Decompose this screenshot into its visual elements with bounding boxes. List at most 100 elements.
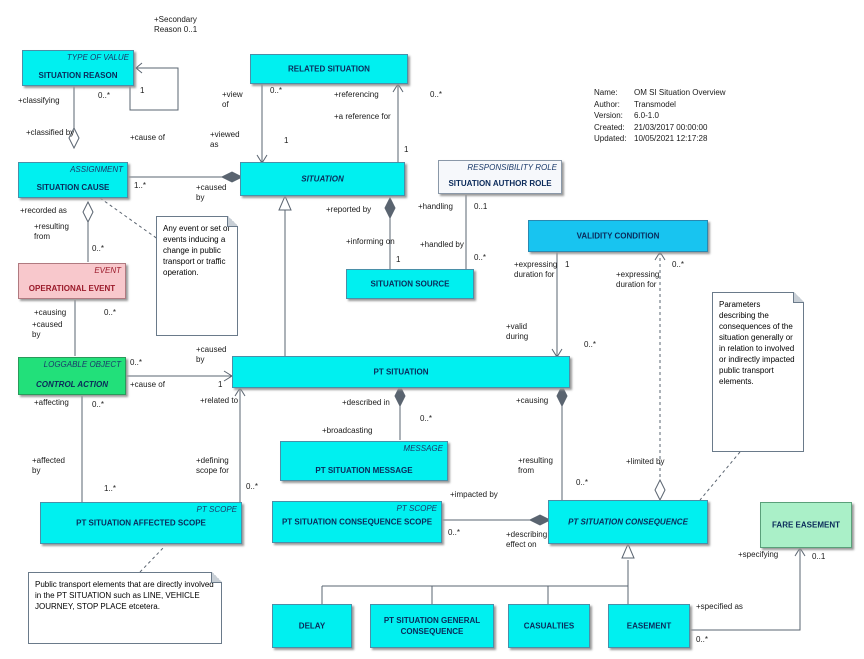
label-multiplicity: 1..* bbox=[134, 181, 147, 190]
meta-value: OM SI Situation Overview bbox=[634, 88, 726, 97]
label-multiplicity: 0..* bbox=[696, 635, 709, 644]
class-name: PT SITUATION CONSEQUENCE SCOPE bbox=[281, 517, 433, 527]
meta-row: Updated: 10/05/2021 12:17:28 bbox=[594, 133, 726, 145]
class-easement[interactable]: EASEMENT bbox=[608, 604, 690, 648]
label-multiplicity: 1 bbox=[565, 260, 570, 269]
label-role: +cause of bbox=[130, 133, 165, 142]
label-secondary-reason: +Secondary Reason 0..1 bbox=[154, 15, 198, 34]
composition-diamond-cscope bbox=[528, 514, 552, 526]
label-role: +limited by bbox=[626, 457, 665, 466]
label-multiplicity: 0..1 bbox=[474, 202, 488, 211]
class-pt-situation-affected-scope[interactable]: PT SCOPE PT SITUATION AFFECTED SCOPE bbox=[40, 502, 242, 544]
stereotype-label: TYPE OF VALUE bbox=[66, 53, 129, 62]
meta-row: Author:Transmodel bbox=[594, 99, 726, 111]
class-situation[interactable]: SITUATION bbox=[240, 162, 405, 196]
edge-easement-fare bbox=[690, 548, 801, 631]
label-role: +specified as bbox=[696, 602, 743, 611]
meta-key: Updated: bbox=[594, 134, 627, 143]
edge-secondary-reason-arrow bbox=[135, 62, 143, 74]
edge-easement-fare-arrow bbox=[794, 547, 806, 557]
class-name: PT SITUATION bbox=[373, 367, 429, 377]
stereotype-label: MESSAGE bbox=[403, 444, 443, 453]
class-validity-condition[interactable]: VALIDITY CONDITION bbox=[528, 220, 708, 252]
edge-secondary-reason bbox=[129, 67, 179, 111]
class-name: RELATED SITUATION bbox=[288, 64, 370, 74]
label-role: +affecting bbox=[34, 398, 69, 407]
meta-value: Transmodel bbox=[634, 99, 676, 109]
generalization-triangle-consequence bbox=[621, 542, 635, 559]
label-role: +classifying bbox=[18, 96, 60, 105]
class-pt-situation-consequence[interactable]: PT SITUATION CONSEQUENCE bbox=[548, 500, 708, 544]
class-situation-cause[interactable]: ASSIGNMENT SITUATION CAUSE bbox=[18, 162, 128, 198]
note-consequence-parameters: Parameters describing the consequences o… bbox=[712, 292, 804, 452]
label-multiplicity: 0..* bbox=[448, 528, 461, 537]
label-role: +viewed as bbox=[210, 130, 240, 149]
meta-value: 6.0-1.0 bbox=[634, 111, 659, 120]
label-multiplicity: 0..* bbox=[672, 260, 685, 269]
label-role: +caused by bbox=[196, 183, 227, 202]
label-role: +caused by bbox=[32, 320, 63, 339]
class-name: SITUATION REASON bbox=[38, 71, 118, 80]
class-pt-situation-general-consequence[interactable]: PT SITUATION GENERAL CONSEQUENCE bbox=[370, 604, 494, 648]
label-role: +related to bbox=[200, 396, 239, 405]
stereotype-label: LOGGABLE OBJECT bbox=[43, 360, 121, 369]
class-pt-situation-consequence-scope[interactable]: PT SCOPE PT SITUATION CONSEQUENCE SCOPE bbox=[272, 501, 442, 543]
class-name: SITUATION CAUSE bbox=[36, 183, 110, 192]
meta-key: Name: bbox=[594, 88, 618, 97]
edge-note-parameters-link bbox=[699, 451, 741, 501]
label-multiplicity: 0..* bbox=[246, 482, 259, 491]
label-multiplicity: 0..* bbox=[92, 244, 105, 253]
class-related-situation[interactable]: RELATED SITUATION bbox=[250, 54, 408, 84]
class-delay[interactable]: DELAY bbox=[272, 604, 352, 648]
class-name: SITUATION AUTHOR ROLE bbox=[448, 179, 552, 188]
class-pt-situation-message[interactable]: MESSAGE PT SITUATION MESSAGE bbox=[280, 441, 448, 481]
label-multiplicity: 0..* bbox=[92, 400, 105, 409]
class-fare-easement[interactable]: FARE EASEMENT bbox=[760, 502, 852, 548]
stereotype-label: PT SCOPE bbox=[396, 504, 437, 513]
label-role: +valid during bbox=[506, 322, 529, 341]
label-multiplicity: 0..* bbox=[576, 478, 589, 487]
class-operational-event[interactable]: EVENT OPERATIONAL EVENT bbox=[18, 263, 126, 299]
label-role: +affected by bbox=[32, 456, 65, 475]
meta-value: 10/05/2021 12:17:28 bbox=[634, 134, 708, 143]
class-name: PT SITUATION MESSAGE bbox=[315, 466, 413, 475]
edge-validity-consequence-arrow bbox=[654, 251, 666, 261]
note-affected-elements: Public transport elements that are direc… bbox=[28, 572, 222, 644]
class-name: PT SITUATION GENERAL CONSEQUENCE bbox=[383, 616, 481, 636]
label-role: +specifying bbox=[738, 550, 779, 559]
label-multiplicity: 0..* bbox=[584, 340, 597, 349]
label-role: +expressing duration for bbox=[514, 260, 558, 279]
composition-diamond-message bbox=[394, 384, 406, 408]
label-role: +reported by bbox=[326, 205, 372, 214]
label-multiplicity: 0..* bbox=[98, 91, 111, 100]
stereotype-label: ASSIGNMENT bbox=[70, 165, 123, 174]
label-multiplicity: 0..* bbox=[474, 253, 487, 262]
composition-diamond-source bbox=[384, 196, 396, 220]
label-role: +impacted by bbox=[450, 490, 498, 499]
class-name: VALIDITY CONDITION bbox=[576, 231, 660, 241]
label-role: +expressing duration for bbox=[616, 270, 660, 289]
edge-note-event-link bbox=[99, 197, 163, 243]
label-role: +caused by bbox=[196, 345, 227, 364]
label-multiplicity: 1 bbox=[284, 136, 289, 145]
diagram-metadata: Name: OM SI Situation Overview Author:Tra… bbox=[594, 87, 726, 145]
class-situation-source[interactable]: SITUATION SOURCE bbox=[346, 269, 474, 299]
label-role: +broadcasting bbox=[322, 426, 373, 435]
label-multiplicity: 1 bbox=[396, 255, 401, 264]
meta-row: Created:21/03/2017 00:00:00 bbox=[594, 122, 726, 134]
label-role: +described in bbox=[342, 398, 390, 407]
class-situation-reason[interactable]: TYPE OF VALUE SITUATION REASON bbox=[22, 50, 134, 86]
label-role: +informing on bbox=[346, 237, 395, 246]
aggregation-diamond-event bbox=[82, 200, 94, 224]
class-control-action[interactable]: LOGGABLE OBJECT CONTROL ACTION bbox=[18, 357, 126, 395]
label-multiplicity: 0..* bbox=[104, 308, 117, 317]
class-name: SITUATION bbox=[301, 174, 344, 184]
class-pt-situation[interactable]: PT SITUATION bbox=[232, 356, 570, 388]
stereotype-label: PT SCOPE bbox=[196, 505, 237, 514]
class-name: PT SITUATION CONSEQUENCE bbox=[568, 517, 688, 527]
class-casualties[interactable]: CASUALTIES bbox=[508, 604, 590, 648]
class-situation-author-role[interactable]: RESPONSIBILITY ROLE SITUATION AUTHOR ROL… bbox=[438, 160, 562, 194]
label-role: +handled by bbox=[420, 240, 464, 249]
